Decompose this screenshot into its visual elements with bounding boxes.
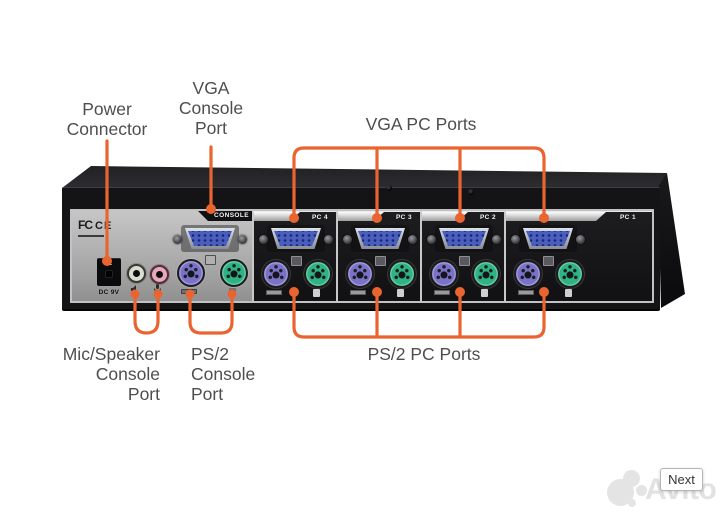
mouse-icon — [481, 289, 488, 297]
vga-pins — [526, 231, 570, 246]
vga-pc-port — [510, 225, 586, 252]
monitor-icon — [375, 256, 386, 266]
power-connector-callout: Power Connector — [42, 99, 172, 139]
pc-section-label: PC 1 — [619, 214, 636, 221]
vga-console-port-callout: VGA Console Port — [151, 78, 271, 138]
section-top-highlight — [254, 212, 300, 221]
callout-line-text: Console — [95, 364, 160, 384]
ps2-mouse-pc-port — [556, 260, 584, 288]
mic-speaker-console-port-callout: Mic/Speaker Console Port — [33, 344, 160, 404]
screw-nut — [173, 235, 182, 244]
mouse-icon — [397, 289, 404, 297]
callout-line-text: PS/2 — [191, 344, 229, 364]
screw-nut — [511, 235, 520, 244]
power-connector — [97, 258, 121, 286]
keyboard-icon — [518, 290, 534, 295]
vga-pc-port — [426, 225, 502, 252]
mic-icon — [154, 284, 161, 294]
monitor-icon — [205, 255, 216, 265]
screw-nut — [259, 235, 268, 244]
ce-logo: CE — [95, 220, 113, 232]
pc-port-group — [338, 212, 422, 302]
monitor-icon — [291, 256, 302, 266]
vga-shell — [439, 228, 489, 249]
device-top-face — [62, 166, 667, 188]
power-connector-label: DC 9V — [98, 289, 120, 296]
chassis-screw — [468, 189, 474, 195]
monitor-icon — [543, 256, 554, 266]
screw-nut — [408, 235, 417, 244]
pc-section: PC 2 — [420, 211, 504, 301]
ps2-keyboard-pc-port — [346, 260, 374, 288]
callout-line-text: Mic/Speaker — [62, 344, 160, 364]
ps2-mouse-pc-port — [472, 260, 500, 288]
vga-shell — [185, 228, 235, 249]
vga-pc-port — [342, 225, 418, 252]
keyboard-icon — [266, 290, 282, 295]
ps2-keyboard-pc-port — [262, 260, 290, 288]
screw-nut — [492, 235, 501, 244]
vga-shell — [523, 228, 573, 249]
callout-line-text: VGA — [192, 78, 230, 98]
callout-line-text: Connector — [66, 119, 148, 139]
console-banner: CONSOLE — [198, 211, 252, 221]
ps2-mouse-pc-port — [304, 260, 332, 288]
watermark-logo-circle — [628, 499, 636, 507]
mouse-icon — [313, 289, 320, 297]
callout-line-text: Console — [191, 364, 256, 384]
ps2-mouse-pc-port — [388, 260, 416, 288]
pc-port-group — [422, 212, 506, 302]
fine-print-line — [78, 235, 104, 237]
ps2-keyboard-pc-port — [514, 260, 542, 288]
pc-section: PC 4 — [252, 211, 336, 301]
callout-line-text: Port — [194, 118, 228, 138]
pc-section: PC 1 — [504, 211, 652, 301]
pc-port-group — [254, 212, 338, 302]
ps2-keyboard-pc-port — [430, 260, 458, 288]
vga-pc-ports-callout: VGA PC Ports — [365, 114, 477, 134]
callout-line-text: Port — [127, 384, 160, 404]
callout-line-text: Console — [178, 98, 244, 118]
watermark-logo-circle — [636, 485, 647, 496]
vga-shell — [271, 228, 321, 249]
watermark-logo-circle — [623, 470, 640, 487]
next-button[interactable]: Next — [660, 468, 703, 491]
keyboard-icon — [350, 290, 366, 295]
speaker-icon — [131, 285, 136, 294]
ps2-console-port-callout: PS/2 Console Port — [191, 344, 301, 404]
vga-shell — [355, 228, 405, 249]
mouse-icon — [229, 288, 236, 296]
ps2-mouse-console-port — [220, 259, 248, 287]
vga-console-port — [172, 225, 248, 252]
vga-pins — [274, 231, 318, 246]
callout-line-text: Port — [191, 384, 224, 404]
pc-section: PC 3 — [336, 211, 420, 301]
vga-pc-port — [258, 225, 334, 252]
screw-nut — [238, 235, 247, 244]
screw-nut — [427, 235, 436, 244]
ps2-keyboard-console-port — [177, 259, 205, 287]
keyboard-icon — [181, 289, 197, 294]
keyboard-icon — [434, 290, 450, 295]
vga-pins — [188, 231, 232, 246]
mouse-icon — [565, 289, 572, 297]
fcc-logo: FC — [78, 218, 93, 232]
screw-nut — [576, 235, 585, 244]
chassis-screw — [386, 185, 392, 191]
audio-mic-jack — [150, 265, 169, 284]
screw-nut — [343, 235, 352, 244]
vga-pins — [442, 231, 486, 246]
vga-pins — [358, 231, 402, 246]
screw-nut — [324, 235, 333, 244]
pc-port-group — [506, 212, 590, 302]
audio-speaker-jack — [127, 264, 146, 283]
section-top-highlight — [506, 212, 606, 221]
ps2-pc-ports-callout: PS/2 PC Ports — [367, 344, 481, 364]
monitor-icon — [459, 256, 470, 266]
callout-line-text: Power — [82, 99, 132, 119]
